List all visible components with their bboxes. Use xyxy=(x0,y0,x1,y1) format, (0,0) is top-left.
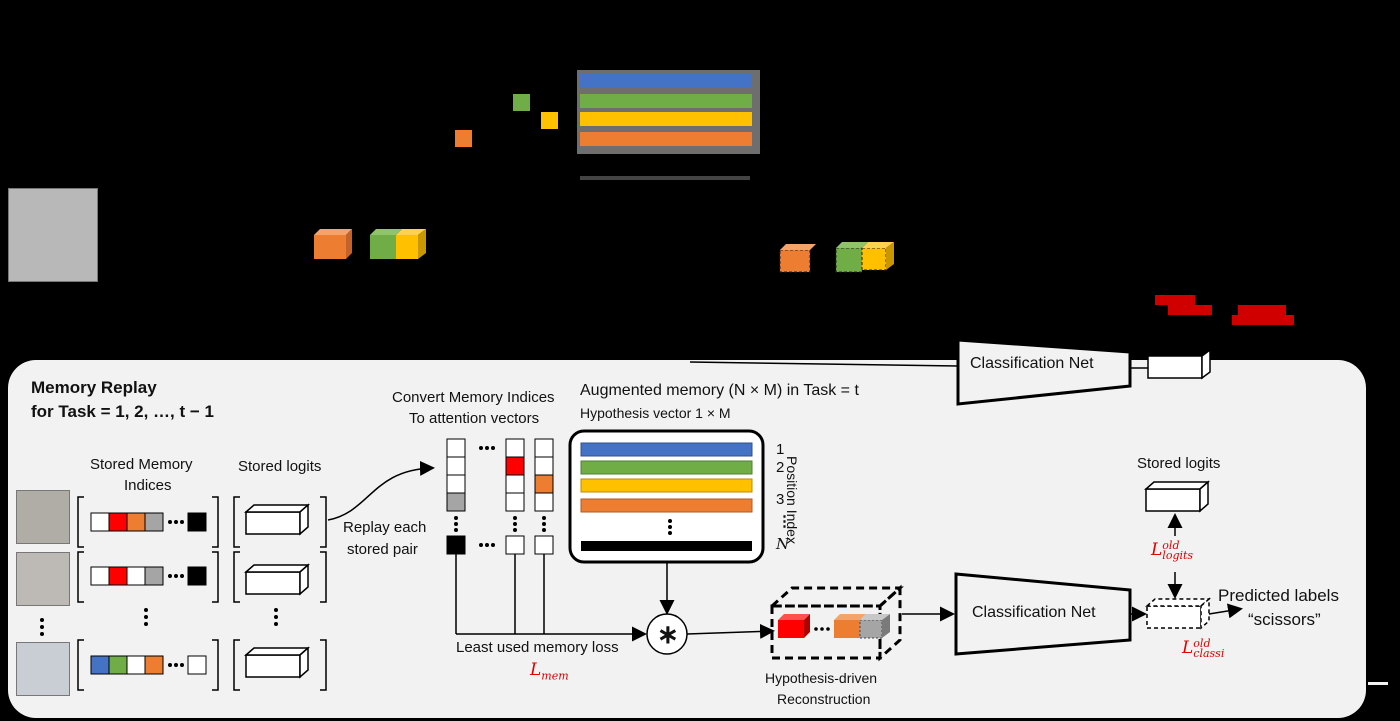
logits-brackets xyxy=(233,496,327,691)
multiply-operator: ∗ xyxy=(657,619,679,649)
least-used-loss-label: Least used memory loss xyxy=(456,639,619,656)
attention-vector-3 xyxy=(534,438,554,555)
replay-label-2: stored pair xyxy=(347,541,418,558)
augmented-memory-box xyxy=(568,429,765,564)
hypothesis-vector-label: Hypothesis vector 1 × M xyxy=(580,405,731,421)
stored-memory-indices-label-1: Stored Memory xyxy=(90,456,193,473)
top-classification-net xyxy=(689,338,1211,406)
position-index-1: 1 xyxy=(776,441,785,458)
memory-replay-title-2: for Task = 1, 2, …, t − 1 xyxy=(31,402,214,421)
stored-logits-right-label: Stored logits xyxy=(1137,455,1221,472)
sample-photo-3 xyxy=(16,642,70,696)
stored-logits-right-box xyxy=(1144,480,1210,513)
position-index-3: 3 xyxy=(776,491,785,508)
replay-label-1: Replay each xyxy=(343,519,427,536)
memory-row-1 xyxy=(77,496,219,548)
top-red-artifacts xyxy=(1155,295,1294,325)
top-small-cubes xyxy=(455,94,558,147)
stored-memory-indices-label-2: Indices xyxy=(124,477,172,494)
convert-label-2: To attention vectors xyxy=(409,410,540,427)
sample-photo-2 xyxy=(16,552,70,606)
top-memory-stack xyxy=(577,70,760,180)
predicted-label-scissors: “scissors” xyxy=(1248,610,1321,629)
position-index-label: Position Index xyxy=(783,456,800,544)
classification-net-label: Classification Net xyxy=(972,604,1096,621)
sample-photo-1 xyxy=(16,490,70,544)
l-mem-label: Lmem xyxy=(530,660,569,683)
convert-label-1: Convert Memory Indices xyxy=(392,389,555,406)
loss-lines xyxy=(455,554,647,642)
stored-logits-boxes xyxy=(244,503,310,679)
memory-row-2 xyxy=(77,551,219,603)
classification-net-top-label: Classification Net xyxy=(970,355,1094,372)
glasses-photo xyxy=(8,188,98,282)
position-index-2: 2 xyxy=(776,459,785,476)
hypothesis-recon-label-2: Reconstruction xyxy=(777,691,871,707)
predicted-logits-box xyxy=(1145,597,1211,630)
position-index-n: N xyxy=(776,535,790,553)
attention-ellipses xyxy=(454,446,546,547)
top-feature-cubes-right xyxy=(779,242,894,273)
predicted-labels-label: Predicted labels xyxy=(1218,586,1339,605)
replay-arrow xyxy=(327,460,435,521)
augmented-memory-label: Augmented memory (N × M) in Task = t xyxy=(580,382,859,399)
attention-vector-2 xyxy=(505,438,525,555)
top-feature-cubes-left xyxy=(314,229,426,259)
memory-replay-title-1: Memory Replay xyxy=(31,378,157,397)
memory-row-3 xyxy=(77,639,219,691)
classification-net-shape xyxy=(954,572,1132,656)
attention-vector-1 xyxy=(446,438,466,555)
position-index-ellipsis: ⋮ xyxy=(777,513,792,530)
vertical-ellipsis-left xyxy=(40,608,278,636)
stored-logits-left-label: Stored logits xyxy=(238,458,322,475)
hypothesis-recon-label-1: Hypothesis-driven xyxy=(765,670,878,686)
reconstruction-inner-cubes xyxy=(778,614,890,639)
